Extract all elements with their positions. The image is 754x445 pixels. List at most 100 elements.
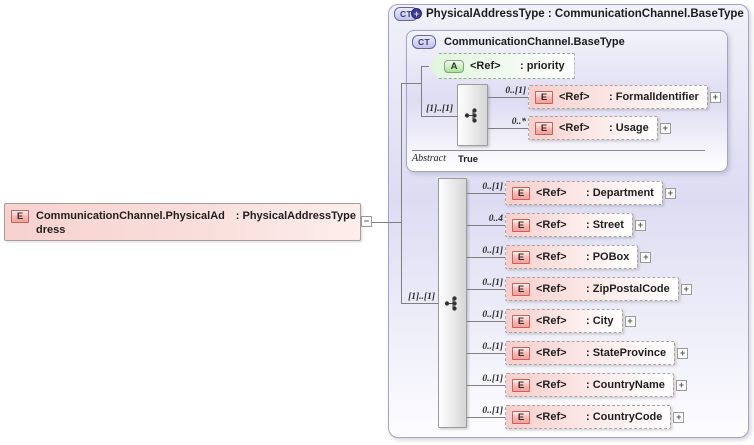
cardinality-label: 0..* xyxy=(511,117,526,127)
sequence-cardinality: [1]..[1] xyxy=(408,292,435,302)
cardinality-label: 0..[1] xyxy=(482,406,503,416)
root-element-type: : PhysicalAddressType xyxy=(235,210,356,222)
expand-button[interactable]: + xyxy=(677,347,689,359)
element-type-label: : Department xyxy=(586,187,654,199)
element-type-label: : Street xyxy=(586,219,624,231)
connector-line xyxy=(467,257,505,258)
expand-button[interactable]: + xyxy=(680,283,692,295)
expand-button[interactable]: + xyxy=(675,379,687,391)
element-icon: E xyxy=(512,186,530,200)
element-icon: E xyxy=(512,218,530,232)
element-ref-label: <Ref> xyxy=(536,187,567,199)
element-box[interactable]: E <Ref> : FormalIdentifier xyxy=(528,85,708,109)
element-box[interactable]: E <Ref> : Usage xyxy=(528,116,658,140)
element-type-label: : CountryCode xyxy=(586,411,663,423)
connector-line xyxy=(401,83,421,84)
complex-type-header: CT + PhysicalAddressType : Communication… xyxy=(394,7,744,21)
cardinality-label: 0..[1] xyxy=(482,246,503,256)
element-type-label: : Usage xyxy=(609,122,649,134)
cardinality-label: 0..[1] xyxy=(482,310,503,320)
connector-line xyxy=(488,128,528,129)
element-icon: E xyxy=(512,346,530,360)
element-box[interactable]: E <Ref> : CountryName xyxy=(505,373,674,397)
attribute-ref-label: <Ref> xyxy=(470,60,501,72)
expand-button[interactable]: + xyxy=(673,411,685,423)
sequence-icon xyxy=(444,296,457,311)
element-box[interactable]: E <Ref> : Street xyxy=(505,213,633,237)
element-box[interactable]: E <Ref> : Department xyxy=(505,181,663,205)
expand-button[interactable]: + xyxy=(709,91,721,103)
element-type-label: : CountryName xyxy=(586,379,665,391)
element-type-label: : StateProvince xyxy=(586,347,667,359)
connector-line xyxy=(467,417,505,418)
expand-button[interactable]: + xyxy=(624,315,636,327)
connector-line xyxy=(421,116,457,117)
attribute-icon: A xyxy=(444,59,464,73)
connector-line xyxy=(467,289,505,290)
element-icon: E xyxy=(512,378,530,392)
element-ref-label: <Ref> xyxy=(536,411,567,423)
element-type-label: : FormalIdentifier xyxy=(609,91,699,103)
base-type-title: CommunicationChannel.BaseType xyxy=(444,36,625,48)
element-ref-label: <Ref> xyxy=(559,122,590,134)
attribute-box-priority[interactable]: A <Ref> : priority xyxy=(429,53,575,79)
attribute-type-label: : priority xyxy=(520,60,565,72)
connector-line xyxy=(421,66,429,67)
cardinality-label: 0..[1] xyxy=(482,182,503,192)
connector-line xyxy=(467,385,505,386)
connector-line xyxy=(467,353,505,354)
element-type-label: : City xyxy=(586,315,614,327)
expand-button[interactable]: + xyxy=(659,122,671,134)
element-icon: E xyxy=(512,314,530,328)
element-ref-label: <Ref> xyxy=(536,283,567,295)
connector-line xyxy=(467,225,505,226)
complex-type-title: PhysicalAddressType : CommunicationChann… xyxy=(426,8,744,20)
collapse-button[interactable]: − xyxy=(361,216,372,227)
element-icon: E xyxy=(512,250,530,264)
cardinality-label: 0..[1] xyxy=(482,374,503,384)
element-icon: E xyxy=(535,90,553,104)
base-type-header: CT CommunicationChannel.BaseType xyxy=(412,35,625,49)
complex-type-plus-icon: CT + xyxy=(394,7,422,21)
expand-button[interactable]: + xyxy=(664,187,676,199)
element-ref-label: <Ref> xyxy=(559,91,590,103)
cardinality-label: 0..[1] xyxy=(505,86,526,96)
root-element-box[interactable]: E CommunicationChannel.PhysicalAddress :… xyxy=(4,203,361,241)
element-icon: E xyxy=(535,121,553,135)
element-ref-label: <Ref> xyxy=(536,251,567,263)
element-icon: E xyxy=(512,282,530,296)
element-icon: E xyxy=(11,210,29,223)
sequence-connector[interactable] xyxy=(438,178,467,428)
element-ref-label: <Ref> xyxy=(536,315,567,327)
sequence-connector[interactable] xyxy=(457,84,488,146)
connector-line xyxy=(401,83,402,303)
expand-button[interactable]: + xyxy=(634,219,646,231)
cardinality-label: 0..4 xyxy=(488,214,503,224)
element-box[interactable]: E <Ref> : ZipPostalCode xyxy=(505,277,679,301)
connector-line xyxy=(467,321,505,322)
element-ref-label: <Ref> xyxy=(536,219,567,231)
element-icon: E xyxy=(512,410,530,424)
element-ref-label: <Ref> xyxy=(536,347,567,359)
cardinality-label: 0..[1] xyxy=(482,278,503,288)
element-type-label: : ZipPostalCode xyxy=(586,283,670,295)
element-box[interactable]: E <Ref> : City xyxy=(505,309,623,333)
connector-line xyxy=(467,193,505,194)
element-box[interactable]: E <Ref> : POBox xyxy=(505,245,639,269)
cardinality-label: 0..[1] xyxy=(482,342,503,352)
sequence-icon xyxy=(464,108,477,123)
expand-button[interactable]: + xyxy=(640,251,652,263)
connector-line xyxy=(488,97,528,98)
sequence-cardinality: [1]..[1] xyxy=(426,104,453,114)
connector-line xyxy=(421,66,422,116)
divider xyxy=(412,150,705,151)
connector-line xyxy=(401,303,438,304)
connector-line xyxy=(372,222,401,223)
complex-type-icon: CT xyxy=(412,35,436,49)
abstract-label: Abstract xyxy=(412,153,446,164)
element-ref-label: <Ref> xyxy=(536,379,567,391)
element-box[interactable]: E <Ref> : CountryCode xyxy=(505,405,672,429)
element-box[interactable]: E <Ref> : StateProvince xyxy=(505,341,676,365)
element-type-label: : POBox xyxy=(586,251,630,263)
